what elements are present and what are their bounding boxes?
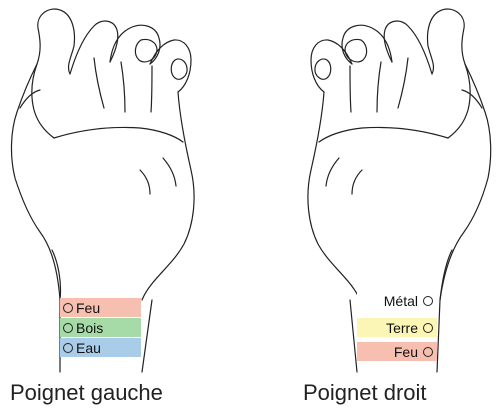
left-wrist-caption: Poignet gauche [10,380,163,406]
left-position-label: Feu [76,300,100,316]
right-position-label: Terre [386,320,418,336]
right-wrist-caption: Poignet droit [303,380,427,406]
right-pulse-dot-icon [423,323,433,333]
left-position-bois: Bois [60,318,141,337]
left-position-eau: Eau [60,338,141,357]
left-position-label: Bois [76,320,103,336]
left-position-feu: Feu [60,298,141,317]
right-position-metal: Métal [357,291,437,310]
right-pulse-dot-icon [423,296,433,306]
right-position-feu: Feu [357,342,437,361]
right-position-label: Feu [394,344,418,360]
right-position-label: Métal [384,293,418,309]
right-position-terre: Terre [357,318,437,337]
right-pulse-dot-icon [423,347,433,357]
left-pulse-dot-icon [63,303,73,313]
left-pulse-dot-icon [63,323,73,333]
left-position-label: Eau [76,340,101,356]
left-pulse-dot-icon [63,343,73,353]
